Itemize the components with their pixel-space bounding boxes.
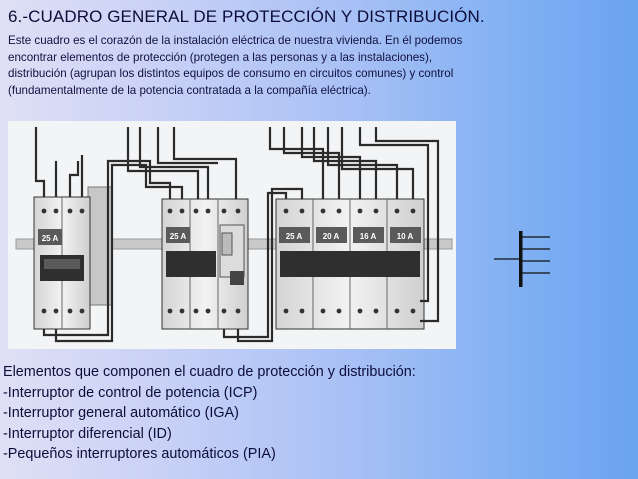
id-test-button [230,271,244,285]
intro-line: encontrar elementos de protección (prote… [8,50,433,64]
distribution-board-diagram: 25 A 25 A [8,121,456,349]
intro-line: (fundamentalmente de la potencia contrat… [8,83,371,97]
list-item: -Interruptor general automático (IGA) [3,405,239,421]
elements-heading: Elementos que componen el cuadro de prot… [3,364,416,380]
busbar-symbol-icon [494,231,550,287]
distribution-board-svg: 25 A 25 A [15,127,453,343]
slide-title: 6.-CUADRO GENERAL DE PROTECCIÓN Y DISTRI… [8,7,485,26]
pia-rating: 10 A [397,232,414,241]
icp-breaker: 25 A [33,186,113,330]
pia-rating: 16 A [360,232,377,241]
list-item: -Pequeños interruptores automáticos (PIA… [3,446,276,462]
list-item: -Interruptor de control de potencia (ICP… [3,384,258,401]
iga-rating: 25 A [170,232,187,241]
list-item: -Interruptor diferencial (ID) [3,425,172,442]
intro-line: Este cuadro es el corazón de la instalac… [8,34,463,47]
iga-id-block: 25 A [161,198,249,330]
intro-paragraph: Este cuadro es el corazón de la instalac… [8,33,628,99]
icp-rating: 25 A [42,234,59,243]
elements-list: -Interruptor de control de potencia (ICP… [3,383,416,465]
elements-section: Elementos que componen el cuadro de prot… [3,362,416,465]
intro-line: distribución (agrupan los distintos equi… [8,67,454,80]
pia-rating: 25 A [286,232,303,241]
wiring [34,127,440,343]
pia-block: 25 A 20 A 16 A 10 A [275,198,425,330]
pia-rating: 20 A [323,232,340,241]
